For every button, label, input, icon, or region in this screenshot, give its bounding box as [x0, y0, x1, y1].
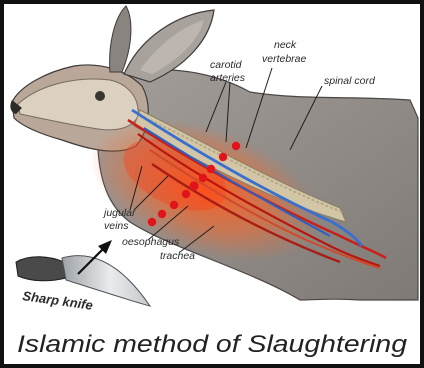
incision-dot: [219, 153, 227, 161]
knife-handle: [16, 257, 66, 281]
label-trachea: trachea: [160, 250, 195, 262]
eye-icon: [95, 91, 105, 101]
label-jugular: jugular: [102, 207, 136, 219]
label-sharp-knife: Sharp knife: [22, 288, 94, 313]
label-carotid: carotid: [210, 59, 243, 71]
incision-dot: [182, 190, 190, 198]
label-spinal-cord: spinal cord: [324, 75, 376, 87]
label-oesophagus: oesophagus: [122, 236, 180, 248]
incision-dot: [148, 218, 156, 226]
incision-dot: [189, 181, 198, 190]
incision-dot: [170, 201, 178, 209]
diagram-caption: Islamic method of Slaughtering: [17, 331, 407, 358]
label-vertebrae: vertebrae: [262, 53, 307, 65]
incision-dot: [232, 142, 240, 150]
incision-dot: [199, 174, 207, 182]
incision-dot: [207, 165, 215, 173]
incision-dot: [158, 210, 166, 218]
label-arteries: arteries: [210, 72, 246, 84]
label-veins: veins: [104, 220, 129, 232]
ear-back-icon: [110, 6, 131, 72]
label-neck: neck: [274, 39, 297, 51]
